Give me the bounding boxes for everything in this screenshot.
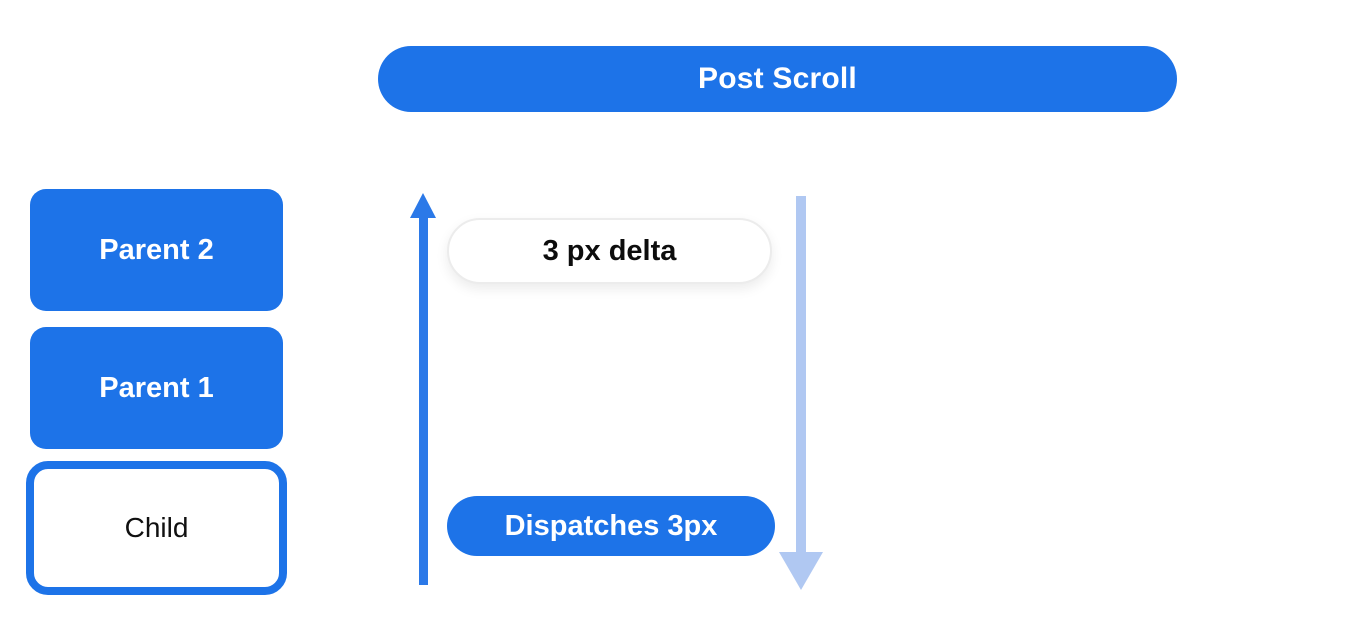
node-parent-2: Parent 2 bbox=[30, 189, 283, 311]
down-arrow-head bbox=[779, 552, 823, 590]
node-child: Child bbox=[26, 461, 287, 595]
delta-pill: 3 px delta bbox=[447, 218, 772, 284]
post-scroll-banner: Post Scroll bbox=[378, 46, 1177, 112]
node-parent-1: Parent 1 bbox=[30, 327, 283, 449]
down-arrow-shaft bbox=[796, 196, 806, 554]
dispatch-pill: Dispatches 3px bbox=[447, 496, 775, 556]
up-arrow-shaft bbox=[419, 212, 428, 585]
up-arrow-head bbox=[410, 193, 436, 218]
